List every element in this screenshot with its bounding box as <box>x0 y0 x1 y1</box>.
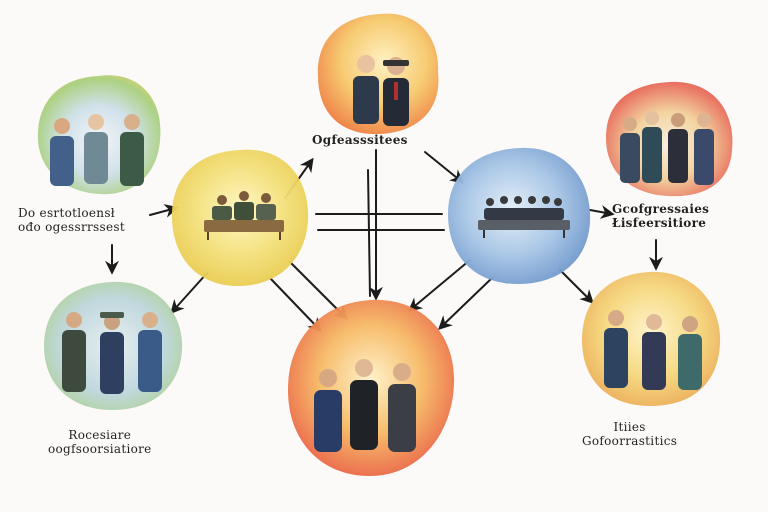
label-bottom-right-line2: Gofoorrastitics <box>582 434 678 448</box>
label-bottom-right-line1: Itiies <box>613 420 646 434</box>
node-bottom-center[interactable] <box>288 299 455 476</box>
people-group-icon <box>620 111 714 185</box>
label-bottom-left-line1: Rocesiare <box>68 428 132 442</box>
label-bottom-left-line2: oogfsoorsiatiore <box>48 442 152 456</box>
meeting-table-icon <box>478 196 570 238</box>
people-group-icon <box>50 114 144 186</box>
arrow-blue-to-center-1 <box>407 259 471 312</box>
node-top-right[interactable] <box>606 81 733 197</box>
arrow-blue-to-tr <box>589 205 615 219</box>
label-top-text: Ogfeasssitees <box>312 133 408 147</box>
label-right-line1: Gcofgressaies <box>612 202 710 216</box>
label-right-line2: Łisfeersitiore <box>612 216 707 230</box>
node-top-left[interactable] <box>37 75 161 195</box>
people-group-icon <box>604 310 702 390</box>
label-top-node: Ogfeasssitees <box>312 133 408 147</box>
label-bottom-right-node: Itiies Gofoorrastitics <box>582 420 677 448</box>
arrow-hub-to-bl <box>170 271 209 315</box>
arrow-tl-to-hub <box>149 204 179 218</box>
label-right-node: Gcofgressaies Łisfeersitiore <box>612 202 709 230</box>
node-bottom-right[interactable] <box>582 271 721 406</box>
node-yellow-hub[interactable] <box>172 149 309 286</box>
node-blue-hub[interactable] <box>448 147 591 284</box>
people-group-icon <box>353 55 409 126</box>
cross-line-vertical <box>367 169 371 297</box>
node-top[interactable] <box>317 13 439 135</box>
arrow-blue-to-br <box>559 269 594 304</box>
arrow-hub-to-center-1 <box>269 277 322 333</box>
node-bottom-left[interactable] <box>44 281 183 410</box>
label-left-node: Do esrtotloensł ođo ogessrrssest <box>18 206 125 234</box>
people-group-icon <box>62 312 162 394</box>
arrow-blue-to-center-2 <box>437 277 493 330</box>
label-left-line2: ođo ogessrrssest <box>18 220 125 234</box>
arrow-top-to-blue <box>424 151 465 184</box>
people-group-icon <box>314 359 416 452</box>
meeting-table-icon <box>204 191 284 240</box>
label-left-line1: Do esrtotloensł <box>18 206 115 220</box>
label-bottom-left-node: Rocesiare oogfsoorsiatiore <box>48 428 152 456</box>
